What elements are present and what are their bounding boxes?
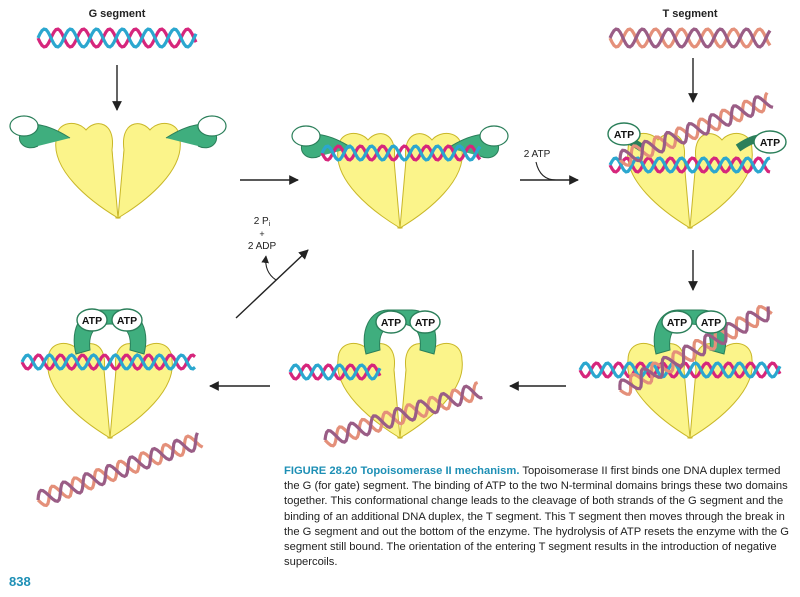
atp-badge: ATP — [111, 308, 143, 332]
t-segment-label: T segment — [662, 8, 717, 20]
adp-curve-arrow — [261, 255, 277, 281]
t-segment-dna — [608, 27, 772, 49]
enzyme-open — [9, 115, 227, 219]
g-segment-bound-6 — [20, 353, 196, 371]
figure-number: FIGURE 28.20 — [284, 465, 358, 477]
atp-badge: ATP — [661, 310, 693, 334]
atp-curve-arrow — [535, 161, 557, 181]
g-segment-bound-4 — [578, 361, 782, 379]
t-segment-bound-3 — [618, 91, 774, 167]
atp-badge: ATP — [375, 310, 407, 334]
page-number: 838 — [9, 574, 31, 589]
atp-badge: ATP — [607, 122, 641, 146]
figure-title: Topoisomerase II mechanism. — [360, 465, 520, 477]
figure-body: Topoisomerase II first binds one DNA dup… — [284, 465, 789, 569]
atp-badge: ATP — [695, 310, 727, 334]
svg-text:ATP: ATP — [117, 315, 137, 327]
t-segment-released-6 — [36, 432, 204, 508]
svg-text:ATP: ATP — [701, 317, 721, 329]
atp-badge: ATP — [753, 130, 787, 154]
svg-text:ATP: ATP — [415, 317, 435, 329]
two-atp-label: 2 ATP — [524, 149, 551, 160]
g-segment-dna — [36, 27, 198, 49]
t-segment-exit-5 — [323, 381, 483, 448]
enzyme-reset — [47, 309, 173, 439]
g-segment-bound-5 — [288, 363, 382, 381]
svg-text:2 Pi: 2 Pi — [254, 216, 271, 228]
arrow-diagonal — [235, 249, 309, 319]
svg-text:ATP: ATP — [381, 317, 401, 329]
figure-caption: FIGURE 28.20 Topoisomerase II mechanism.… — [284, 464, 789, 570]
g-segment-label: G segment — [89, 8, 146, 20]
svg-text:2 ADP: 2 ADP — [248, 241, 277, 252]
svg-text:ATP: ATP — [667, 317, 687, 329]
svg-text:ATP: ATP — [760, 137, 780, 149]
svg-text:+: + — [259, 229, 264, 239]
g-segment-bound-2 — [320, 144, 482, 162]
enzyme-g-bound — [291, 125, 509, 229]
pi-adp-label: 2 Pi + 2 ADP — [248, 216, 277, 252]
t-segment-bound-4 — [618, 305, 773, 396]
svg-text:ATP: ATP — [82, 315, 102, 327]
atp-badge: ATP — [409, 310, 441, 334]
svg-text:ATP: ATP — [614, 129, 634, 141]
atp-badge: ATP — [76, 308, 108, 332]
